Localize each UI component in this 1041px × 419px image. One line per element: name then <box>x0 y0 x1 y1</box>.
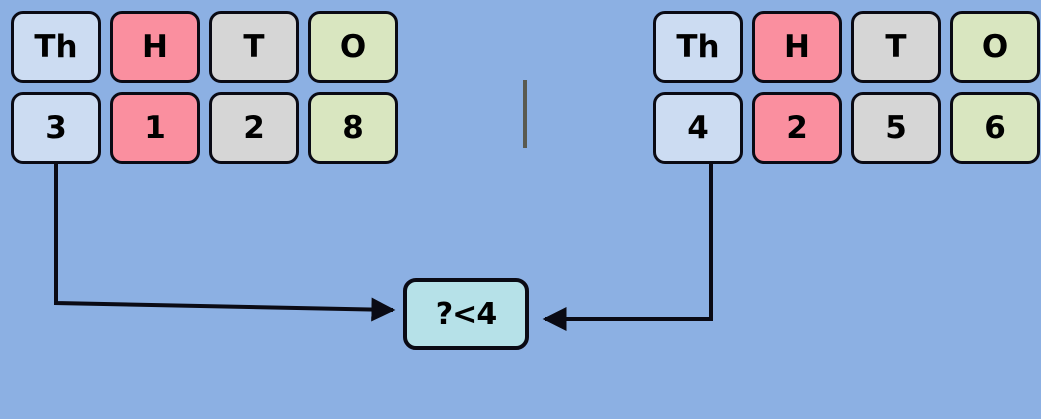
left-header-ones: O <box>308 11 398 83</box>
right-header-hundreds: H <box>752 11 842 83</box>
decision-box[interactable]: ?<4 <box>403 278 529 350</box>
centre-divider <box>523 80 527 148</box>
right-digit-ones[interactable]: 6 <box>950 92 1040 164</box>
right-digit-thousands[interactable]: 4 <box>653 92 743 164</box>
left-header-hundreds: H <box>110 11 200 83</box>
left-digit-hundreds[interactable]: 1 <box>110 92 200 164</box>
left-digit-ones[interactable]: 8 <box>308 92 398 164</box>
right-header-thousands: Th <box>653 11 743 83</box>
right-digit-tens[interactable]: 5 <box>851 92 941 164</box>
connector-right-path <box>542 163 713 331</box>
left-digit-thousands[interactable]: 3 <box>11 92 101 164</box>
connector-left-path <box>54 163 396 322</box>
left-header-tens: T <box>209 11 299 83</box>
right-place-value-grid: Th H T O 4 2 5 6 <box>653 11 1040 164</box>
right-header-tens: T <box>851 11 941 83</box>
left-place-value-grid: Th H T O 3 1 2 8 <box>11 11 398 164</box>
left-digit-tens[interactable]: 2 <box>209 92 299 164</box>
right-header-ones: O <box>950 11 1040 83</box>
left-header-thousands: Th <box>11 11 101 83</box>
right-digit-hundreds[interactable]: 2 <box>752 92 842 164</box>
